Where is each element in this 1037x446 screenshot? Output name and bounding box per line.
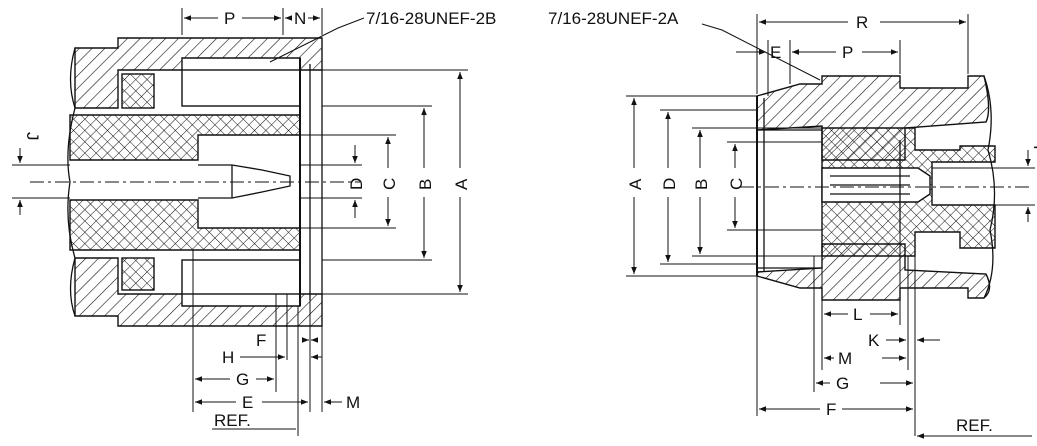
right-dim-k: K: [868, 331, 880, 350]
right-dim-i: I: [1030, 145, 1037, 150]
left-thread-label: 7/16-28UNEF-2B: [366, 9, 496, 28]
left-dim-g: G: [236, 370, 249, 389]
left-labels: P N 7/16-28UNEF-2B J D C B A F H G E M R…: [23, 9, 496, 430]
left-dim-c: C: [380, 178, 399, 190]
right-dimension-lines: [626, 14, 1035, 439]
left-dim-b: B: [416, 179, 435, 190]
right-dim-b: B: [692, 179, 711, 190]
right-dim-e: E: [770, 43, 781, 62]
left-dim-n: N: [294, 9, 306, 28]
left-dim-m: M: [346, 393, 360, 412]
right-dim-g: G: [836, 374, 849, 393]
right-thread-label: 7/16-28UNEF-2A: [548, 9, 679, 28]
left-connector-section: [30, 37, 360, 327]
right-dim-l: L: [853, 305, 862, 324]
right-ref-label: REF.: [956, 416, 993, 435]
right-dim-f: F: [826, 400, 836, 419]
right-dim-a: A: [626, 178, 645, 190]
right-dim-m: M: [838, 349, 852, 368]
left-dim-p: P: [224, 9, 235, 28]
left-dim-f: F: [256, 331, 266, 350]
left-dim-d: D: [347, 178, 366, 190]
right-dim-d: D: [660, 178, 679, 190]
left-dimension-lines: [12, 8, 468, 436]
left-dim-j: J: [23, 132, 42, 141]
left-ref-label: REF.: [214, 411, 251, 430]
right-dim-r: R: [856, 13, 868, 32]
left-dim-a: A: [452, 178, 471, 190]
right-dim-c: C: [727, 178, 746, 190]
right-labels: 7/16-28UNEF-2A R E P A D B C I L K M G F…: [548, 9, 1037, 435]
left-dim-e: E: [242, 393, 253, 412]
left-dim-h: H: [222, 348, 234, 367]
right-connector-section: [740, 75, 1030, 301]
right-dim-p: P: [842, 43, 853, 62]
